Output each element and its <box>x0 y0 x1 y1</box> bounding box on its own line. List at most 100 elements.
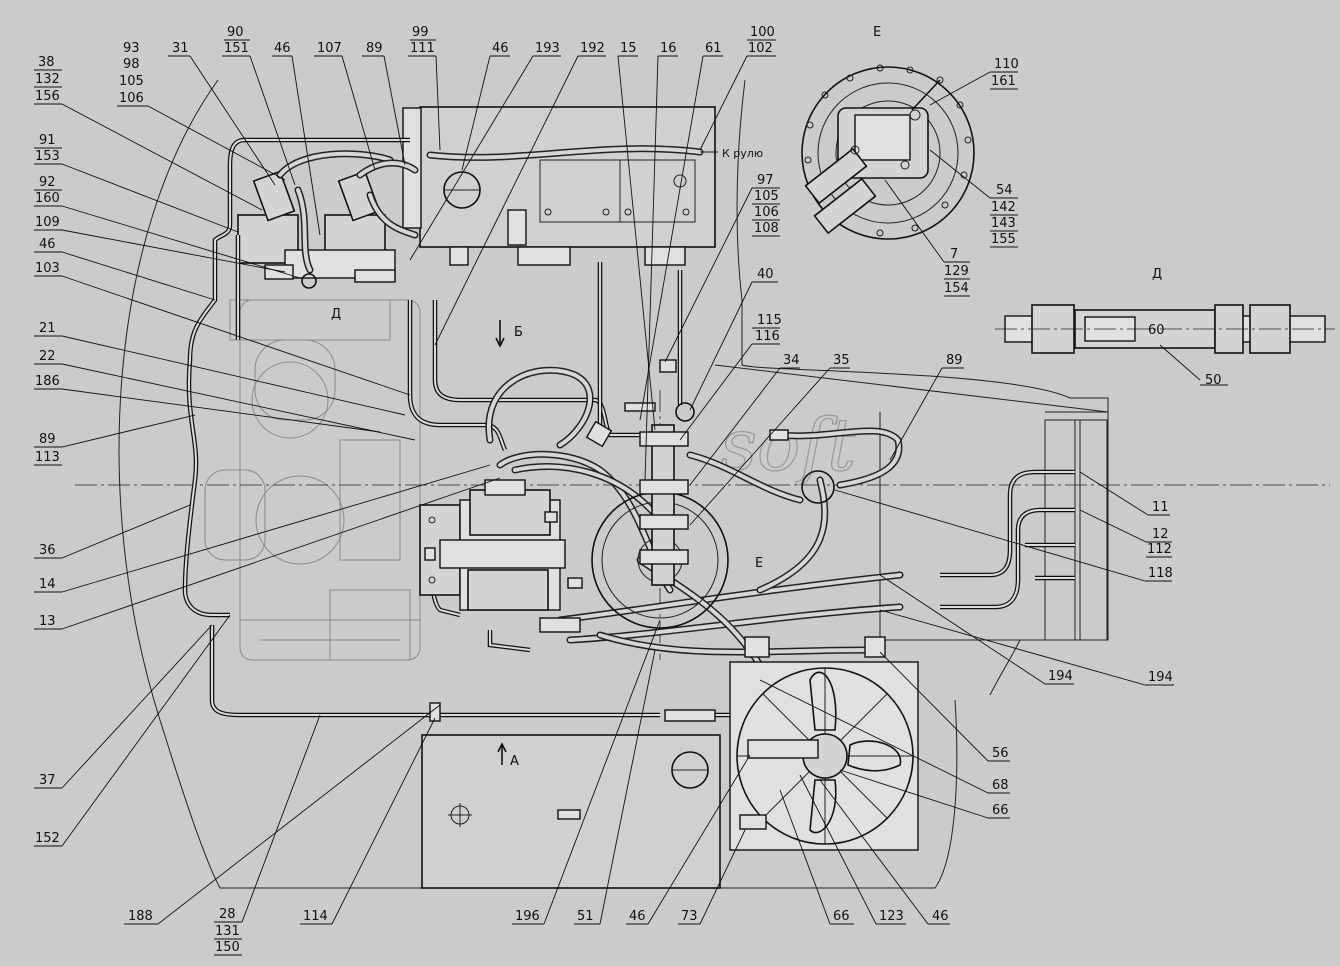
detail-e: Е <box>801 25 975 240</box>
callout-192: 192 <box>434 41 606 346</box>
svg-text:46: 46 <box>492 41 509 56</box>
svg-text:106: 106 <box>754 205 779 220</box>
callout-38: 38 132 156 <box>34 55 263 211</box>
bottom-tank: А <box>421 702 721 889</box>
callout-110: 110 161 <box>929 57 1019 106</box>
svg-text:99: 99 <box>412 25 429 40</box>
callout-46-bottom-a: 46 <box>626 754 751 925</box>
svg-text:115: 115 <box>757 313 782 328</box>
svg-text:109: 109 <box>35 215 60 230</box>
detail-e-title: Е <box>873 25 881 40</box>
svg-text:46: 46 <box>274 41 291 56</box>
svg-text:123: 123 <box>879 909 904 924</box>
callout-73: 73 <box>678 829 746 925</box>
section-d-mark: Д <box>331 307 341 322</box>
svg-text:150: 150 <box>215 940 240 955</box>
detail-d-part-60: 60 <box>1148 323 1165 338</box>
svg-text:31: 31 <box>172 41 189 56</box>
svg-text:106: 106 <box>119 91 144 106</box>
callout-103: 103 <box>34 261 411 396</box>
callout-54: 54 142 143 155 <box>929 149 1018 248</box>
callout-46-top: 46 <box>461 41 510 171</box>
callout-188: 188 <box>124 704 441 925</box>
svg-text:90: 90 <box>227 25 244 40</box>
engine-ghost <box>204 299 421 661</box>
svg-text:112: 112 <box>1147 542 1172 557</box>
svg-text:143: 143 <box>991 216 1016 231</box>
callout-21: 21 <box>34 321 406 416</box>
svg-text:103: 103 <box>35 261 60 276</box>
oil-cooler-fan <box>729 636 919 851</box>
svg-text:151: 151 <box>224 41 249 56</box>
callout-12: 12 112 <box>1079 509 1172 558</box>
svg-text:188: 188 <box>128 909 153 924</box>
svg-text:116: 116 <box>755 329 780 344</box>
callout-28: 28 131 150 <box>214 714 321 956</box>
callout-196: 196 <box>512 619 661 925</box>
callout-37: 37 <box>34 624 213 789</box>
detail-d: Д 60 50 <box>995 267 1335 388</box>
callout-16: 16 <box>644 41 678 481</box>
callout-7: 7 129 154 <box>884 179 970 297</box>
callout-46-top-left: 46 <box>272 41 321 236</box>
svg-text:129: 129 <box>944 264 969 279</box>
view-markers: Б Д Е <box>331 307 763 571</box>
svg-text:91: 91 <box>39 133 56 148</box>
svg-text:14: 14 <box>39 577 56 592</box>
svg-text:12: 12 <box>1152 527 1169 542</box>
callout-90: 90 151 <box>222 25 296 186</box>
svg-text:66: 66 <box>992 803 1009 818</box>
svg-text:56: 56 <box>992 746 1009 761</box>
callout-13: 13 <box>34 477 501 630</box>
callout-186: 186 <box>34 374 381 433</box>
svg-text:51: 51 <box>577 909 594 924</box>
callout-99: 99 111 <box>408 25 441 151</box>
to-steering-note: К рулю <box>722 147 763 160</box>
callout-100: 100 102 <box>699 25 776 151</box>
svg-text:34: 34 <box>783 353 800 368</box>
callout-36: 36 <box>34 504 191 559</box>
svg-text:102: 102 <box>748 41 773 56</box>
svg-text:131: 131 <box>215 924 240 939</box>
svg-text:73: 73 <box>681 909 698 924</box>
svg-text:16: 16 <box>660 41 677 56</box>
svg-text:61: 61 <box>705 41 722 56</box>
callout-91: 91 153 <box>34 133 239 233</box>
callouts-top: 99 111 46 193 192 15 16 <box>408 25 776 481</box>
svg-text:152: 152 <box>35 831 60 846</box>
svg-text:105: 105 <box>754 189 779 204</box>
svg-text:142: 142 <box>991 200 1016 215</box>
svg-text:93: 93 <box>123 41 140 56</box>
callout-97: 97 105 106 108 <box>664 173 780 363</box>
svg-text:89: 89 <box>946 353 963 368</box>
callout-193: 193 <box>409 41 561 261</box>
callouts-bottom: 188 28 131 150 114 196 51 <box>124 619 950 956</box>
callout-92: 92 160 <box>34 175 301 279</box>
svg-text:110: 110 <box>994 57 1019 72</box>
svg-text:107: 107 <box>317 41 342 56</box>
svg-text:155: 155 <box>991 232 1016 247</box>
view-arrow-b-label: Б <box>514 325 523 340</box>
svg-text:192: 192 <box>580 41 605 56</box>
svg-text:156: 156 <box>35 89 60 104</box>
callout-107: 107 <box>314 41 376 171</box>
callout-194-a: 194 <box>879 574 1074 685</box>
section-e-mark: Е <box>755 556 763 571</box>
svg-text:114: 114 <box>303 909 328 924</box>
callout-89-top: 89 <box>362 41 406 166</box>
callout-89-right: 89 <box>889 353 964 461</box>
svg-text:194: 194 <box>1148 670 1173 685</box>
callouts-right: 110 161 54 142 143 155 7 129 154 <box>664 57 1174 819</box>
callout-34: 34 <box>689 353 800 486</box>
callout-114: 114 <box>300 717 436 925</box>
svg-text:108: 108 <box>754 221 779 236</box>
svg-text:36: 36 <box>39 543 56 558</box>
tractor-frame-outline <box>118 79 1109 889</box>
svg-text:15: 15 <box>620 41 637 56</box>
callout-46-left: 46 <box>34 237 216 301</box>
svg-text:89: 89 <box>366 41 383 56</box>
filter-block <box>237 150 419 289</box>
callout-89-left: 89 113 <box>34 414 196 466</box>
callout-31: 31 <box>168 41 276 186</box>
